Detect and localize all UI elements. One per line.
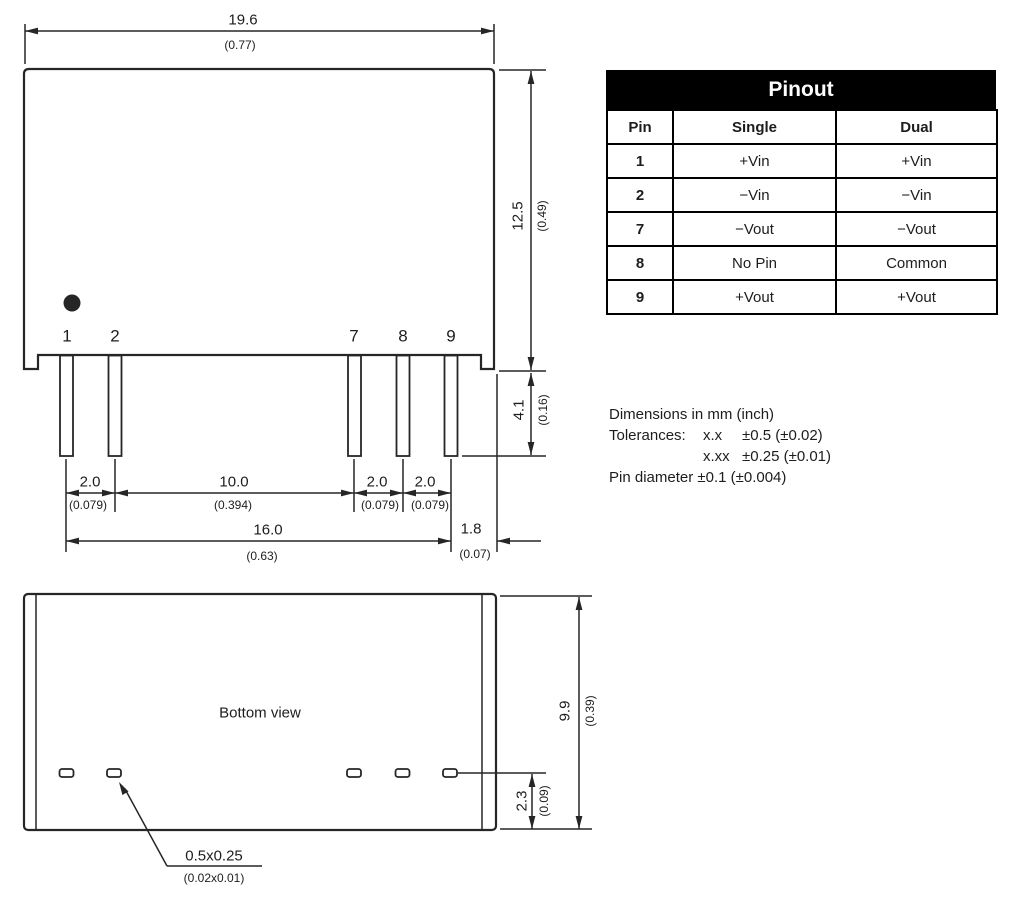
bottom-view-outline: [22, 592, 498, 832]
dim-span-mm-label: 16.0: [253, 521, 283, 539]
dim-overall-width: [24, 24, 495, 64]
pinout-row-1-dual: +Vin: [835, 143, 998, 179]
pinout-row-8-single: No Pin: [672, 245, 837, 281]
pin-8-number: 8: [398, 326, 408, 346]
pinout-row-8-pin: 8: [606, 245, 674, 281]
pin-8: [395, 354, 411, 457]
pinout-row-7-pin: 7: [606, 211, 674, 247]
pin-7: [347, 354, 362, 457]
dim-width-mm-label: 19.6: [228, 11, 258, 29]
pinout-row-9-pin: 9: [606, 279, 674, 315]
dim-height-inch-label: (0.49): [535, 200, 549, 232]
dim-pin-span: [66, 537, 451, 545]
dim-pitch-2-7-inch-label: (0.394): [213, 498, 253, 512]
dim-body-height: [499, 69, 546, 372]
pin-1-number: 1: [62, 326, 72, 346]
dim-pin-length: [462, 373, 546, 457]
note-tol2-value: ±0.25 (±0.01): [742, 448, 832, 465]
pinout-row-7: 7 −Vout −Vout: [606, 211, 998, 247]
dim-pin-length-mm-label: 4.1: [510, 399, 528, 421]
dim-edge-mm-label: 1.8: [460, 520, 482, 538]
dim-pitch-7-8-mm-label: 2.0: [366, 473, 388, 491]
dim-pitch-7-8-inch-label: (0.079): [360, 498, 400, 512]
pad-7: [346, 768, 362, 778]
dim-pitch-1-2-mm-label: 2.0: [79, 473, 101, 491]
dim-pin-pitch-chain: [65, 374, 498, 552]
pad-1: [58, 768, 75, 778]
pinout-row-2-pin: 2: [606, 177, 674, 213]
dim-pad-offset: [458, 772, 546, 829]
note-pin-diameter: Pin diameter ±0.1 (±0.004): [609, 469, 787, 486]
pin-2: [107, 354, 123, 457]
front-view: [22, 67, 496, 457]
dim-span-inch-label: (0.63): [246, 549, 278, 563]
dim-pin-length-inch-label: (0.16): [536, 394, 550, 426]
pinout-row-2: 2 −Vin −Vin: [606, 177, 998, 213]
dim-edge-offset: [497, 537, 541, 545]
pad-size-leader: [119, 782, 262, 867]
pinout-table-title: Pinout: [606, 70, 996, 109]
dim-edge-inch-label: (0.07): [459, 547, 491, 561]
pinout-row-2-single: −Vin: [672, 177, 837, 213]
pin-7-number: 7: [349, 326, 359, 346]
pin1-indicator-dot: [63, 294, 81, 312]
dim-pad-offset-mm-label: 2.3: [513, 790, 531, 812]
pinout-row-1: 1 +Vin +Vin: [606, 143, 998, 179]
dim-width-inch-label: (0.77): [224, 38, 256, 52]
dim-pitch-8-9-mm-label: 2.0: [414, 473, 436, 491]
pinout-col-dual: Dual: [835, 109, 998, 145]
pinout-row-8-dual: Common: [835, 245, 998, 281]
pin-2-number: 2: [110, 326, 120, 346]
dim-depth-inch-label: (0.39): [583, 695, 597, 727]
pinout-col-single: Single: [672, 109, 837, 145]
pin-9: [443, 354, 459, 457]
pad-size-inch-label: (0.02x0.01): [183, 871, 245, 885]
pad-9: [442, 768, 458, 778]
pinout-header-row: Pin Single Dual: [606, 109, 998, 145]
pad-size-mm-label: 0.5x0.25: [185, 847, 243, 865]
pinout-row-7-single: −Vout: [672, 211, 837, 247]
bottom-view: [22, 592, 498, 832]
pinout-row-9-single: +Vout: [672, 279, 837, 315]
pinout-row-7-dual: −Vout: [835, 211, 998, 247]
pinout-row-9: 9 +Vout +Vout: [606, 279, 998, 315]
pad-2: [106, 768, 122, 778]
dim-pitch-1-2-inch-label: (0.079): [68, 498, 108, 512]
note-tol1-value: ±0.5 (±0.02): [742, 427, 823, 444]
dim-pitch-8-9-inch-label: (0.079): [410, 498, 450, 512]
dim-pad-offset-inch-label: (0.09): [537, 785, 551, 817]
pinout-row-9-dual: +Vout: [835, 279, 998, 315]
pinout-row-1-pin: 1: [606, 143, 674, 179]
pinout-row-1-single: +Vin: [672, 143, 837, 179]
pad-8: [394, 768, 411, 778]
dim-body-depth: [500, 595, 592, 830]
pin-1: [59, 354, 74, 457]
dim-pitch-2-7-mm-label: 10.0: [219, 473, 249, 491]
dim-height-mm-label: 12.5: [509, 201, 527, 231]
pinout-col-pin: Pin: [606, 109, 674, 145]
note-units: Dimensions in mm (inch): [609, 406, 775, 423]
pinout-row-2-dual: −Vin: [835, 177, 998, 213]
pinout-row-8: 8 No Pin Common: [606, 245, 998, 281]
pin-9-number: 9: [446, 326, 456, 346]
note-tolerances-label: Tolerances:: [609, 427, 686, 444]
note-tol2-format: x.xx: [703, 448, 730, 465]
dim-depth-mm-label: 9.9: [556, 700, 574, 722]
pinout-table: Pinout Pin Single Dual 1 +Vin +Vin 2 −Vi…: [606, 70, 998, 315]
bottom-view-label: Bottom view: [219, 704, 301, 722]
note-tol1-format: x.x: [703, 427, 723, 444]
package-body-outline: [22, 67, 496, 371]
